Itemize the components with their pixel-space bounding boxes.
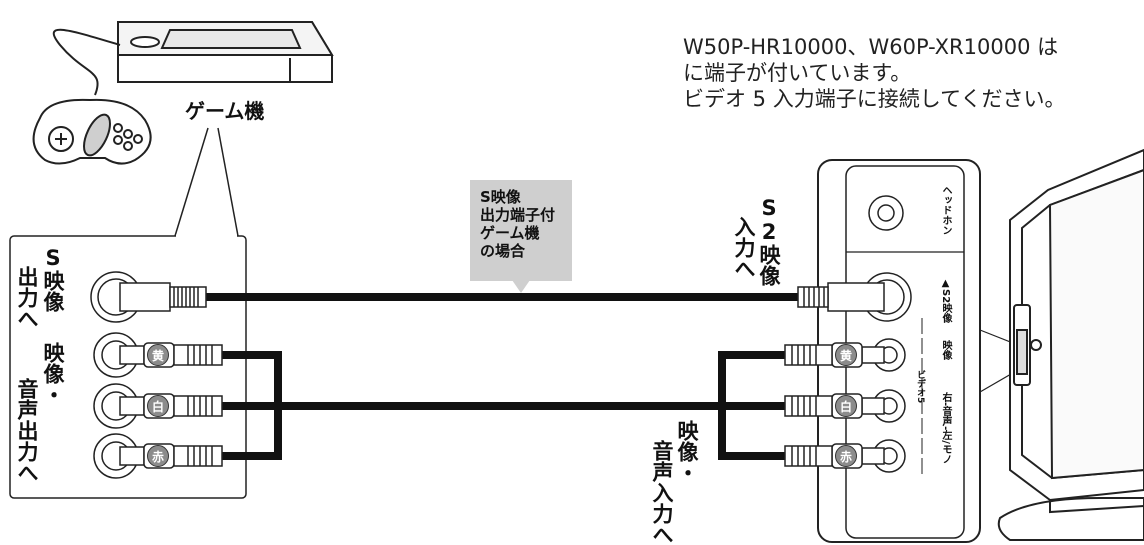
callout-line-4: の場合 xyxy=(480,242,526,260)
headphone-label: ヘッドホン xyxy=(940,185,951,235)
callout-line-2: 出力端子付 xyxy=(480,206,556,224)
model-note: W50P-HR10000、W60P-XR10000 は に端子が付いています。 … xyxy=(683,34,1144,112)
tv-illustration xyxy=(997,148,1144,541)
video-port-label: 映像 xyxy=(940,340,951,360)
callout-pointer-triangle xyxy=(512,280,530,293)
source-s-video-connector xyxy=(90,271,207,323)
s-video-output-label-col2: 出力へ xyxy=(15,266,39,329)
game-controller-illustration xyxy=(32,98,152,165)
av-input-label-col1: 映像・ xyxy=(675,420,699,483)
note-line-2: に端子が付いています。 xyxy=(683,61,912,85)
callout-line-1: S映像 xyxy=(480,188,521,206)
s2-video-input-label-col1: S2映像 xyxy=(757,196,781,286)
cables xyxy=(205,293,800,460)
tv-s-video-connector xyxy=(797,272,912,322)
note-line-1: W50P-HR10000、W60P-XR10000 は xyxy=(683,35,1059,59)
av-output-label-col1: 映像・ xyxy=(41,342,65,405)
white-badge-source: 白 xyxy=(147,395,169,417)
yellow-badge-tv: 黄 xyxy=(835,344,857,366)
s-video-output-label-col1: S映像 xyxy=(41,246,65,312)
s2-video-input-label-col2: 入力へ xyxy=(732,216,756,279)
s2-video-port-label: ▲S2映像 xyxy=(940,278,951,324)
callout-line-3: ゲーム機 xyxy=(480,224,540,242)
av-output-label-col2: 音声出力へ xyxy=(15,378,39,483)
note-line-3: ビデオ 5 入力端子に接続してください。 xyxy=(683,87,1066,111)
tv-yellow-cable xyxy=(718,351,785,460)
game-console-illustration xyxy=(117,21,334,83)
av-input-label-col2: 音声入力へ xyxy=(650,440,674,545)
audio-port-label: 右-音声-左/モノ xyxy=(940,392,951,464)
red-badge-source: 赤 xyxy=(147,445,169,467)
callout-pointer xyxy=(174,127,239,237)
white-badge-tv: 白 xyxy=(835,395,857,417)
yellow-badge-source: 黄 xyxy=(147,344,169,366)
s-video-callout: S映像 出力端子付 ゲーム機 の場合 xyxy=(470,180,572,281)
game-console-label: ゲーム機 xyxy=(185,99,265,123)
controller-cable xyxy=(52,28,121,96)
video5-port-label: ビデオ5 xyxy=(915,370,925,404)
red-badge-tv: 赤 xyxy=(835,445,857,467)
source-rca-connectors xyxy=(93,332,223,479)
